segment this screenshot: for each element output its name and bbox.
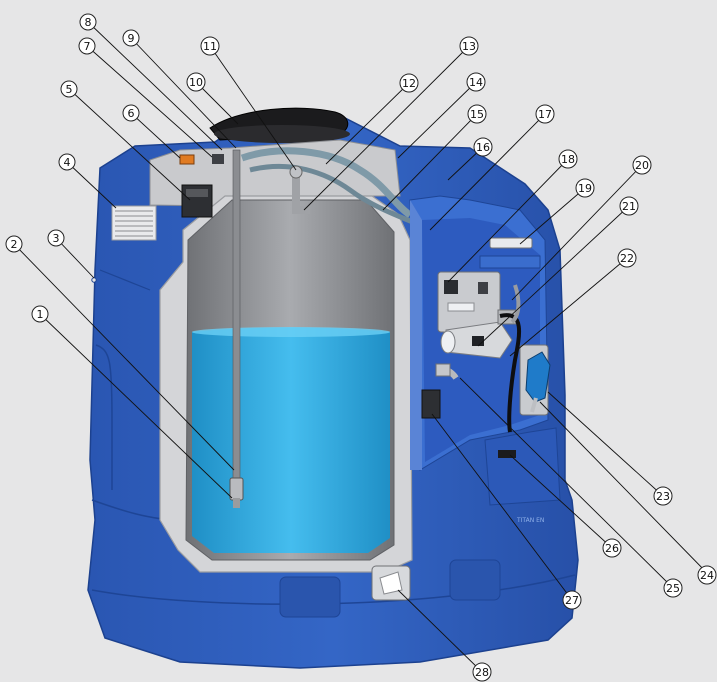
callout-1: 1 xyxy=(31,305,49,323)
fill-indicator xyxy=(179,154,195,165)
callout-11: 11 xyxy=(200,36,220,56)
callout-15: 15 xyxy=(467,104,487,124)
callout-26: 26 xyxy=(602,538,622,558)
pump-display xyxy=(444,280,458,294)
svg-text:20: 20 xyxy=(635,159,649,172)
callout-28: 28 xyxy=(472,662,492,682)
hose-coupling xyxy=(435,363,451,377)
dispensing-nozzle xyxy=(525,351,551,403)
svg-text:22: 22 xyxy=(620,252,634,265)
svg-text:15: 15 xyxy=(470,108,484,121)
callout-4: 4 xyxy=(58,153,76,171)
callout-21: 21 xyxy=(619,196,639,216)
hose-loop xyxy=(510,284,521,324)
callout-17: 17 xyxy=(535,104,555,124)
svg-text:3: 3 xyxy=(53,232,60,245)
svg-text:6: 6 xyxy=(128,107,135,120)
callout-19: 19 xyxy=(575,178,595,198)
callout-20: 20 xyxy=(632,155,652,175)
fluid-level xyxy=(192,327,390,553)
lifting-point xyxy=(91,277,97,283)
base-recess xyxy=(449,559,501,601)
inline-filter xyxy=(421,389,441,419)
level-sensor-head xyxy=(289,165,303,179)
vent-grille xyxy=(111,205,157,241)
svg-text:11: 11 xyxy=(203,40,217,53)
lid-rim xyxy=(214,125,350,143)
svg-text:7: 7 xyxy=(84,40,91,53)
svg-text:16: 16 xyxy=(476,141,490,154)
callout-12: 12 xyxy=(399,73,419,93)
junction-box-lid xyxy=(186,189,208,197)
callout-7: 7 xyxy=(78,37,96,55)
base-recess xyxy=(279,576,341,618)
callout-13: 13 xyxy=(459,36,479,56)
svg-text:4: 4 xyxy=(64,156,71,169)
callout-25: 25 xyxy=(663,578,683,598)
svg-text:8: 8 xyxy=(85,16,92,29)
sight-glass-mount xyxy=(479,255,541,269)
svg-text:5: 5 xyxy=(66,83,73,96)
svg-text:21: 21 xyxy=(622,200,636,213)
cabinet-door-edge xyxy=(410,200,422,470)
svg-text:25: 25 xyxy=(666,582,680,595)
svg-text:2: 2 xyxy=(11,238,18,251)
svg-text:17: 17 xyxy=(538,108,552,121)
sight-glass xyxy=(489,237,533,249)
svg-text:13: 13 xyxy=(462,40,476,53)
vent-hose xyxy=(249,163,421,228)
return-hose xyxy=(240,147,413,218)
drain-slot xyxy=(498,450,516,458)
leader-lines xyxy=(13,21,710,673)
connector-block xyxy=(212,154,224,164)
callout-22: 22 xyxy=(617,248,637,268)
callout-23: 23 xyxy=(653,486,673,506)
callout-2: 2 xyxy=(5,235,23,253)
callout-9: 9 xyxy=(122,29,140,47)
svg-text:1: 1 xyxy=(37,308,44,321)
fluid-surface xyxy=(192,327,390,337)
leak-detector-window xyxy=(379,571,403,595)
svg-text:18: 18 xyxy=(561,153,575,166)
body-rib xyxy=(95,344,113,490)
nozzle-spout xyxy=(530,397,538,413)
foot-valve-tip xyxy=(233,498,240,508)
svg-text:27: 27 xyxy=(565,594,579,607)
body-rib xyxy=(99,269,151,291)
pump-label xyxy=(447,302,475,312)
svg-text:12: 12 xyxy=(402,77,416,90)
svg-text:28: 28 xyxy=(475,666,489,679)
foot-valve xyxy=(229,477,244,501)
callout-18: 18 xyxy=(558,149,578,169)
svg-text:19: 19 xyxy=(578,182,592,195)
pump-switch xyxy=(478,282,488,294)
svg-text:23: 23 xyxy=(656,490,670,503)
level-gauge-pipe xyxy=(292,175,310,214)
suction-pipe xyxy=(232,149,241,481)
svg-text:9: 9 xyxy=(128,32,135,45)
callout-14: 14 xyxy=(466,72,486,92)
callout-5: 5 xyxy=(60,80,78,98)
callout-24: 24 xyxy=(697,565,717,585)
pump-motor-face xyxy=(440,330,456,354)
callout-10: 10 xyxy=(186,72,206,92)
svg-text:14: 14 xyxy=(469,76,483,89)
brand-mark: TITAN EN xyxy=(516,517,544,524)
callout-8: 8 xyxy=(79,13,97,31)
svg-text:26: 26 xyxy=(605,542,619,555)
svg-text:24: 24 xyxy=(700,569,714,582)
callout-16: 16 xyxy=(473,137,493,157)
callout-27: 27 xyxy=(562,590,582,610)
svg-text:10: 10 xyxy=(189,76,203,89)
callout-6: 6 xyxy=(122,104,140,122)
callout-3: 3 xyxy=(47,229,65,247)
pump-terminal xyxy=(472,336,484,346)
